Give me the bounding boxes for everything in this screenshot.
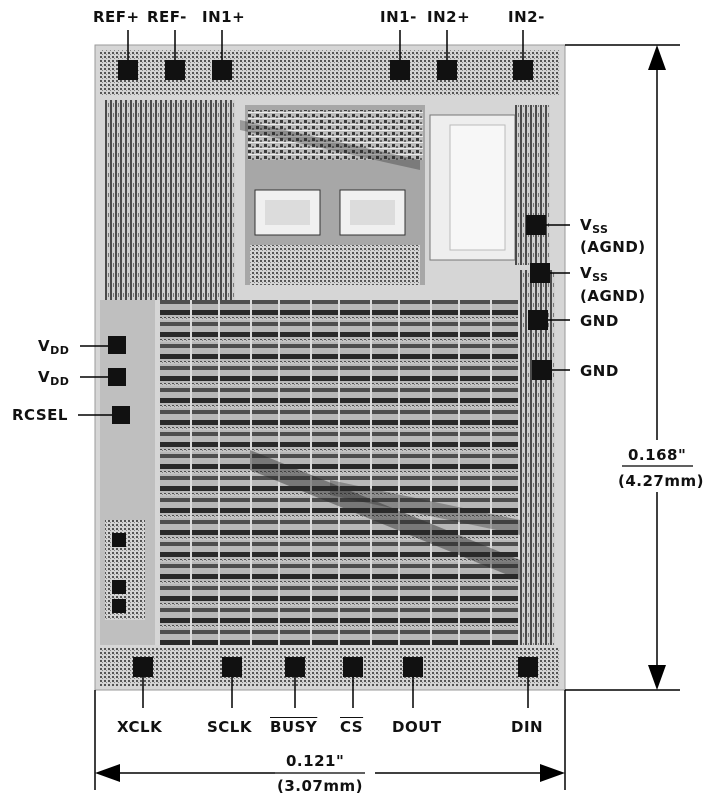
leader-lines: [78, 30, 570, 708]
right-pads: [526, 215, 552, 380]
label-gnd-1: GND: [580, 312, 619, 330]
label-din: DIN: [511, 718, 544, 736]
pad-sclk: [222, 657, 242, 677]
height-dimension: [565, 44, 693, 691]
label-cs: CS: [340, 718, 364, 736]
width-inches: 0.121": [286, 752, 345, 770]
label-ref-plus: REF+: [93, 8, 140, 26]
label-vss-1-note: (AGND): [580, 238, 646, 256]
label-in1-minus: IN1-: [380, 8, 417, 26]
pad-ref-plus: [118, 60, 138, 80]
width-millimeters: (3.07mm): [277, 777, 363, 795]
label-in2-plus: IN2+: [427, 8, 471, 26]
digital-logic-rows: [160, 300, 520, 645]
width-dimension: [94, 690, 566, 790]
top-pads: [118, 60, 533, 80]
label-vss-2-note: (AGND): [580, 287, 646, 305]
pad-vdd-2: [108, 368, 126, 386]
label-sclk: SCLK: [207, 718, 252, 736]
pad-vss-1: [526, 215, 546, 235]
pad-xclk: [133, 657, 153, 677]
pad-ref-minus: [165, 60, 185, 80]
label-vss-1: VSS: [580, 216, 609, 236]
pad-busy: [285, 657, 305, 677]
pad-vss-2: [530, 263, 550, 283]
pad-in1-plus: [212, 60, 232, 80]
label-gnd-2: GND: [580, 362, 619, 380]
label-vdd-2: VDD: [38, 368, 70, 388]
label-in2-minus: IN2-: [508, 8, 545, 26]
pad-cs: [343, 657, 363, 677]
label-busy: BUSY: [270, 718, 318, 736]
label-xclk: XCLK: [117, 718, 163, 736]
pad-gnd-2: [532, 360, 552, 380]
label-rcsel: RCSEL: [12, 406, 68, 424]
label-ref-minus: REF-: [147, 8, 187, 26]
pad-gnd-1: [528, 310, 548, 330]
bottom-pad-ring: [100, 648, 560, 686]
pad-in1-minus: [390, 60, 410, 80]
pad-dout: [403, 657, 423, 677]
pad-din: [518, 657, 538, 677]
label-vdd-1: VDD: [38, 337, 70, 357]
label-vss-2: VSS: [580, 264, 609, 284]
pad-vdd-1: [108, 336, 126, 354]
left-logic-column: [105, 100, 235, 300]
height-millimeters: (4.27mm): [618, 472, 704, 490]
label-dout: DOUT: [392, 718, 442, 736]
pad-rcsel: [112, 406, 130, 424]
pad-in2-minus: [513, 60, 533, 80]
pad-in2-plus: [437, 60, 457, 80]
bottom-pads: [133, 657, 538, 677]
label-in1-plus: IN1+: [202, 8, 246, 26]
left-pads: [108, 336, 130, 613]
right-strip: [520, 270, 555, 645]
height-inches: 0.168": [628, 446, 687, 464]
